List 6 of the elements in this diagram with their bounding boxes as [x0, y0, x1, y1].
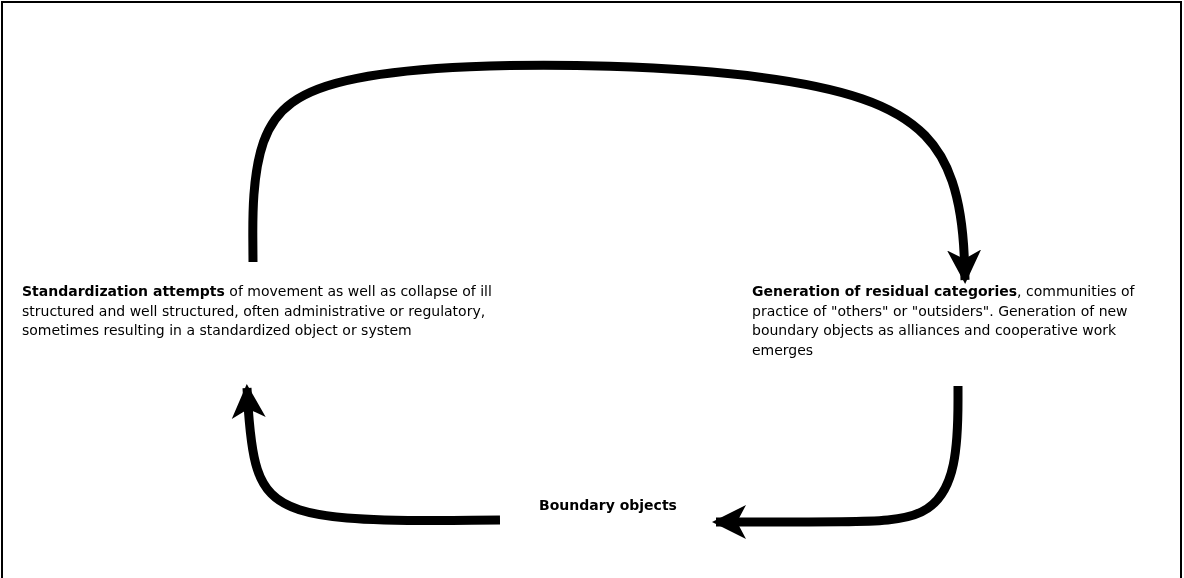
- arrow: [712, 386, 963, 539]
- node-text: Standardization attempts of movement as well as collapse of ill structured and well structured, often administrative or regulatory, sometimes resulting in a standardized object or system: [22, 282, 493, 340]
- arrow: [248, 60, 982, 284]
- node-text: Boundary objects: [538, 496, 678, 515]
- arrow: [231, 384, 501, 526]
- node-text: Generation of residual categories, communities of practice of "others" or "outsiders". Generation of new boundary objects as alliances and cooperative work emerges: [752, 282, 1136, 360]
